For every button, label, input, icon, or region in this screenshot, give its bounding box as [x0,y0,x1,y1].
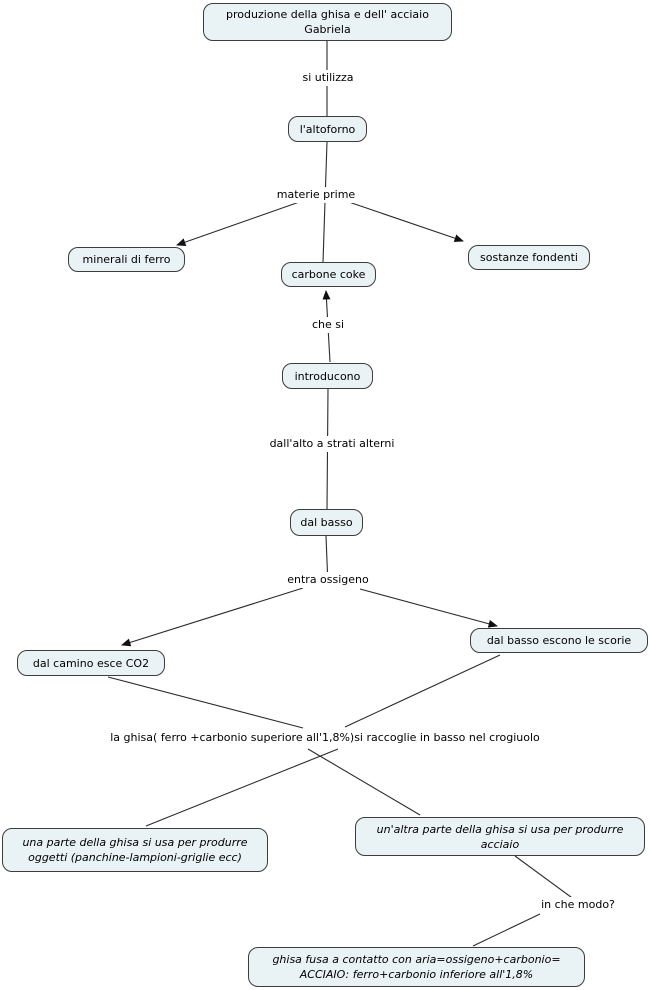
link-label-dallalto-a-strati-alterni[interactable]: dall'alto a strati alterni [265,436,399,452]
node-ghisa-fusa-acciaio[interactable]: ghisa fusa a contatto con aria=ossigeno+… [248,947,585,987]
node-sostanze-fondenti[interactable]: sostanze fondenti [468,245,590,270]
link-label-in-che-modo[interactable]: in che modo? [537,897,619,913]
link-label-la-ghisa-crogiuolo[interactable]: la ghisa( ferro +carbonio superiore all'… [106,730,544,746]
node-carbone-coke[interactable]: carbone coke [281,262,376,287]
node-unaltra-parte-ghisa[interactable]: un'altra parte della ghisa si usa per pr… [355,817,645,856]
node-camino-co2[interactable]: dal camino esce CO2 [17,650,165,676]
link-label-si-utilizza[interactable]: si utilizza [298,70,358,86]
node-scorie[interactable]: dal basso escono le scorie [470,628,648,653]
node-dal-basso[interactable]: dal basso [290,509,363,536]
link-label-entra-ossigeno[interactable]: entra ossigeno [283,572,373,588]
link-label-materie-prime[interactable]: materie prime [272,187,360,203]
link-label-che-si[interactable]: che si [307,317,349,333]
node-una-parte-ghisa[interactable]: una parte della ghisa si usa per produrr… [2,828,268,872]
node-altoforno[interactable]: l'altoforno [288,116,367,142]
node-minerali-di-ferro[interactable]: minerali di ferro [68,247,185,272]
node-title[interactable]: produzione della ghisa e dell' acciaio G… [203,3,452,41]
node-introducono[interactable]: introducono [282,363,373,389]
